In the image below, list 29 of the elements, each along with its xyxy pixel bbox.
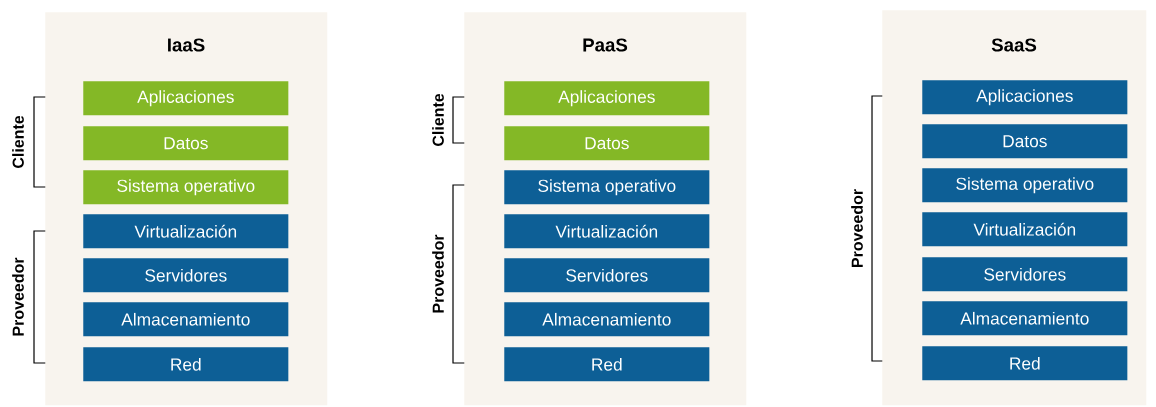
- layer-box: Sistema operativo: [83, 170, 289, 205]
- layer-box: Virtualización: [922, 212, 1128, 247]
- layer-box: Virtualización: [83, 214, 289, 249]
- layer-box: Red: [922, 346, 1128, 381]
- bracket-label: Cliente: [432, 93, 444, 146]
- bracket-label: Cliente: [12, 115, 24, 169]
- panel-title: PaaS: [583, 38, 628, 52]
- layer-box: Red: [504, 347, 710, 382]
- layer-box: Servidores: [504, 258, 710, 293]
- layer-box: Servidores: [922, 257, 1128, 292]
- layer-box: Sistema operativo: [504, 170, 710, 205]
- layer-box: Datos: [83, 126, 289, 161]
- layer-box: Aplicaciones: [83, 81, 289, 116]
- layer-box: Sistema operativo: [922, 168, 1128, 203]
- bracket-label: Proveedor: [432, 234, 444, 313]
- layer-box: Aplicaciones: [504, 81, 710, 116]
- layer-box: Almacenamiento: [504, 302, 710, 337]
- layer-box: Servidores: [83, 258, 289, 293]
- layer-box: Red: [83, 347, 289, 382]
- panel-title: IaaS: [168, 38, 205, 52]
- layer-box: Datos: [922, 124, 1128, 159]
- panel-title: SaaS: [991, 38, 1037, 52]
- layer-box: Almacenamiento: [83, 302, 289, 337]
- layer-box: Datos: [504, 126, 710, 161]
- bracket-label: Proveedor: [851, 189, 863, 267]
- layer-box: Virtualización: [504, 214, 710, 249]
- bracket-label: Proveedor: [12, 257, 24, 336]
- layer-box: Aplicaciones: [922, 80, 1128, 115]
- layer-box: Almacenamiento: [922, 301, 1128, 336]
